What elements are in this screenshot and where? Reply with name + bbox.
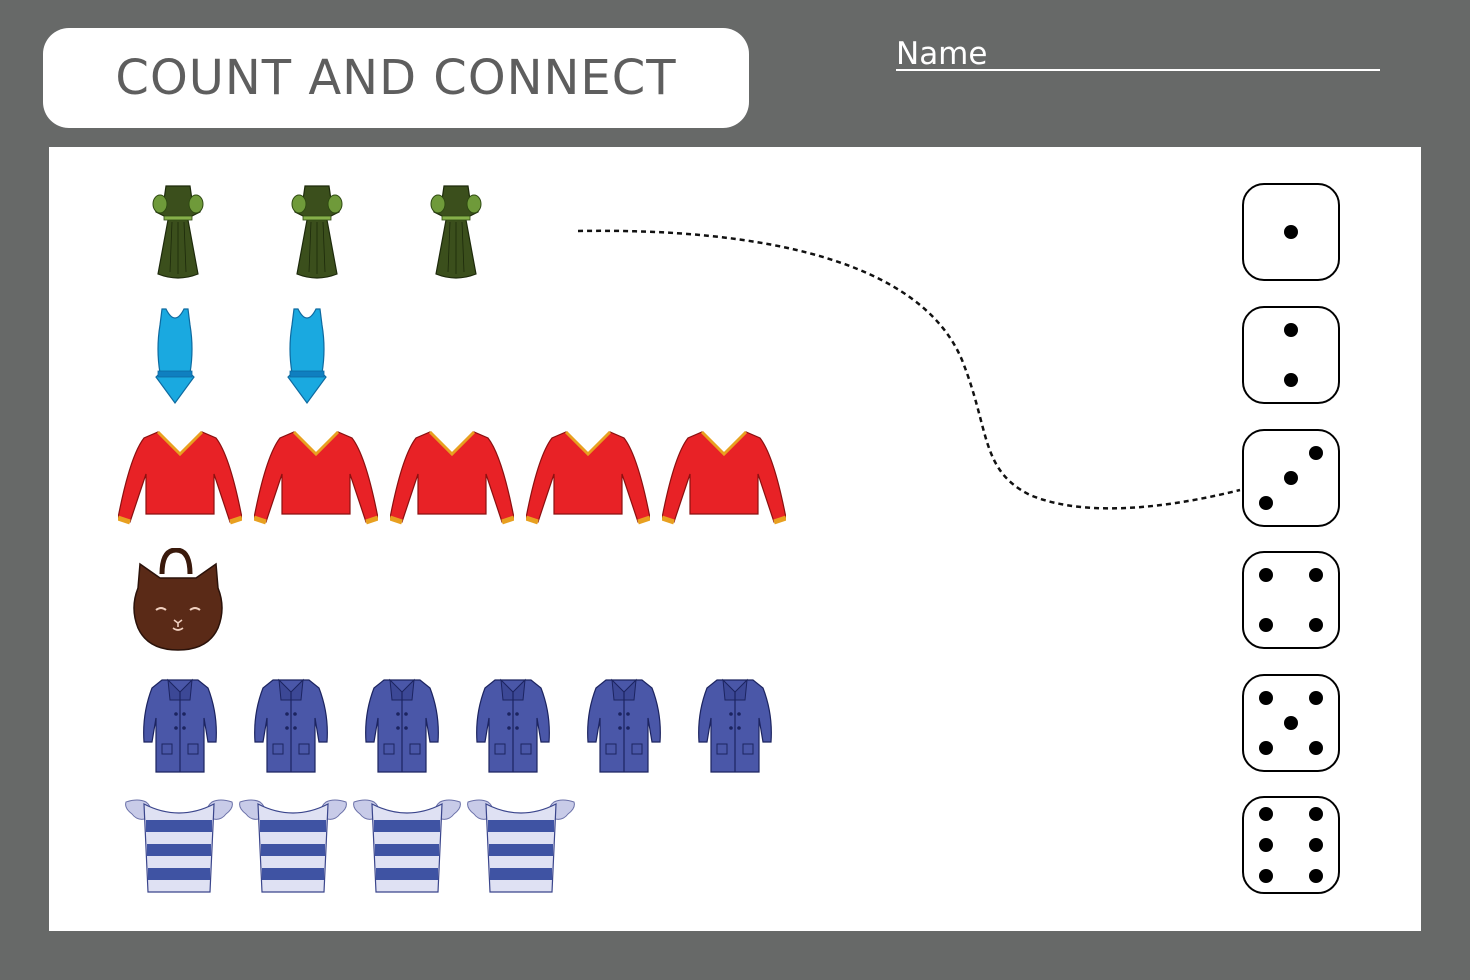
striped-top-icon [238, 796, 348, 901]
die-pip [1309, 807, 1323, 821]
striped-top-icon [352, 796, 462, 901]
die-pip [1284, 373, 1298, 387]
die-pip [1259, 869, 1273, 883]
dress-icon [287, 182, 347, 287]
sweater-icon [389, 426, 515, 531]
die-pip [1259, 496, 1273, 510]
die-pip [1259, 568, 1273, 582]
die-face-1[interactable] [1242, 183, 1340, 281]
coat-icon [584, 674, 664, 779]
die-pip [1309, 618, 1323, 632]
dashed-connector-line [577, 229, 1241, 510]
die-pip [1284, 323, 1298, 337]
die-face-2[interactable] [1242, 306, 1340, 404]
die-face-4[interactable] [1242, 551, 1340, 649]
title-banner: COUNT AND CONNECT [43, 28, 749, 128]
die-pip [1309, 446, 1323, 460]
die-pip [1259, 691, 1273, 705]
dress-icon [426, 182, 486, 287]
die-face-6[interactable] [1242, 796, 1340, 894]
die-pip [1309, 838, 1323, 852]
die-pip [1309, 869, 1323, 883]
tank-top-icon [282, 305, 332, 410]
worksheet-area [49, 147, 1421, 931]
die-pip [1309, 568, 1323, 582]
sweater-icon [661, 426, 787, 531]
die-pip [1259, 741, 1273, 755]
die-pip [1309, 691, 1323, 705]
coat-icon [251, 674, 331, 779]
striped-top-icon [124, 796, 234, 901]
cat-bag-icon [130, 547, 226, 657]
die-pip [1259, 618, 1273, 632]
coat-icon [140, 674, 220, 779]
die-pip [1259, 807, 1273, 821]
die-pip [1284, 471, 1298, 485]
sweater-icon [117, 426, 243, 531]
name-label: Name [896, 36, 988, 72]
die-pip [1309, 741, 1323, 755]
sweater-icon [525, 426, 651, 531]
coat-icon [473, 674, 553, 779]
die-pip [1284, 225, 1298, 239]
striped-top-icon [466, 796, 576, 901]
die-face-5[interactable] [1242, 674, 1340, 772]
sweater-icon [253, 426, 379, 531]
coat-icon [695, 674, 775, 779]
tank-top-icon [150, 305, 200, 410]
die-pip [1259, 838, 1273, 852]
die-face-3[interactable] [1242, 429, 1340, 527]
coat-icon [362, 674, 442, 779]
die-pip [1284, 716, 1298, 730]
worksheet-title: COUNT AND CONNECT [115, 50, 677, 106]
dress-icon [148, 182, 208, 287]
name-field-line[interactable] [896, 69, 1380, 71]
